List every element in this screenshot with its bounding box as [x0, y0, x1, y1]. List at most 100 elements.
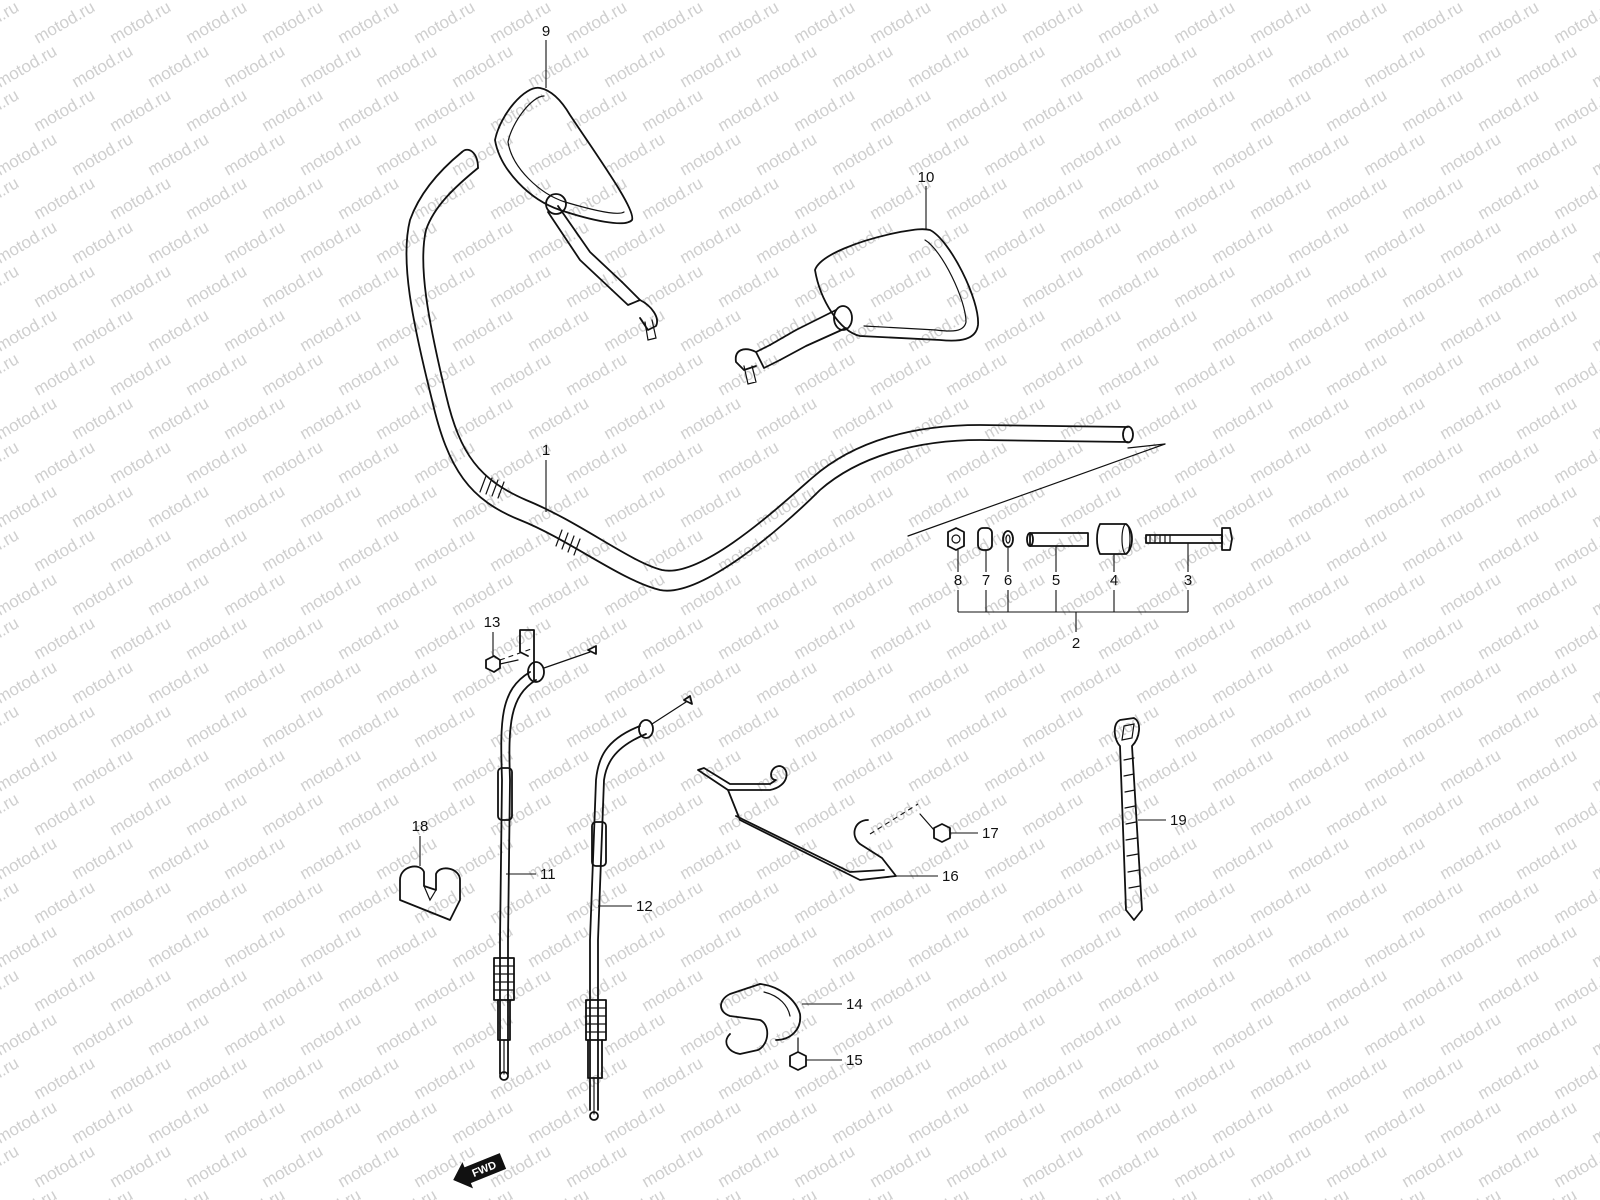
watermark-text: motod.ru [525, 129, 593, 179]
watermark-text: motod.ru [639, 1053, 707, 1103]
watermark-text: motod.ru [69, 657, 137, 707]
watermark-text: motod.ru [145, 569, 213, 619]
watermark-text: motod.ru [31, 525, 99, 575]
watermark-text: motod.ru [1285, 305, 1353, 355]
watermark-text: motod.ru [639, 525, 707, 575]
watermark-text: motod.ru [905, 481, 973, 531]
watermark-text: motod.ru [69, 481, 137, 531]
watermark-text: motod.ru [183, 1053, 251, 1103]
watermark-text: motod.ru [563, 613, 631, 663]
watermark-text: motod.ru [1209, 129, 1277, 179]
watermark-text: motod.ru [1361, 833, 1429, 883]
watermark-text: motod.ru [487, 261, 555, 311]
watermark-text: motod.ru [449, 1009, 517, 1059]
watermark-text: motod.ru [791, 525, 859, 575]
watermark-text: motod.ru [1247, 877, 1315, 927]
watermark-text: motod.ru [1589, 921, 1600, 971]
hardware-leaders [957, 543, 1189, 632]
watermark-text: motod.ru [411, 437, 479, 487]
watermark-text: motod.ru [0, 877, 22, 927]
watermark-text: motod.ru [487, 85, 555, 135]
watermark-text: motod.ru [601, 1185, 669, 1200]
watermark-text: motod.ru [943, 261, 1011, 311]
watermark-text: motod.ru [335, 965, 403, 1015]
watermark-text: motod.ru [1589, 745, 1600, 795]
watermark-text: motod.ru [183, 789, 251, 839]
watermark-text: motod.ru [449, 1097, 517, 1147]
watermark-text: motod.ru [601, 569, 669, 619]
watermark-text: motod.ru [259, 261, 327, 311]
watermark-text: motod.ru [31, 261, 99, 311]
watermark-text: motod.ru [183, 701, 251, 751]
watermark-text: motod.ru [1589, 129, 1600, 179]
watermark-text: motod.ru [259, 877, 327, 927]
watermark-text: motod.ru [1057, 41, 1125, 91]
watermark-text: motod.ru [791, 789, 859, 839]
watermark-text: motod.ru [1589, 1097, 1600, 1147]
watermark-text: motod.ru [829, 393, 897, 443]
handlebar [405, 148, 1134, 592]
watermark-text: motod.ru [1171, 701, 1239, 751]
watermark-text: motod.ru [221, 833, 289, 883]
watermark-text: motod.ru [981, 217, 1049, 267]
watermark-text: motod.ru [1399, 261, 1467, 311]
watermark-text: motod.ru [335, 877, 403, 927]
watermark-text: motod.ru [221, 305, 289, 355]
watermark-text: motod.ru [297, 129, 365, 179]
watermark-text: motod.ru [1475, 613, 1543, 663]
watermark-text: motod.ru [297, 481, 365, 531]
watermark-text: motod.ru [1399, 1141, 1467, 1191]
watermark-text: motod.ru [1057, 217, 1125, 267]
watermark-text: motod.ru [601, 921, 669, 971]
watermark-text: motod.ru [1209, 921, 1277, 971]
callouts: 1 2 3 4 5 6 7 8 9 10 11 12 13 14 15 16 1… [412, 23, 1193, 1069]
watermark-text: motod.ru [1551, 1141, 1600, 1191]
watermark-text: motod.ru [867, 349, 935, 399]
watermark-text: motod.ru [487, 701, 555, 751]
watermark-text: motod.ru [1019, 261, 1087, 311]
watermark-text: motod.ru [525, 833, 593, 883]
watermark-text: motod.ru [1095, 701, 1163, 751]
watermark-text: motod.ru [297, 305, 365, 355]
watermark-text: motod.ru [677, 1097, 745, 1147]
watermark-text: motod.ru [411, 1053, 479, 1103]
callout-2: 2 [1072, 635, 1080, 652]
watermark-text: motod.ru [1361, 657, 1429, 707]
watermark-text: motod.ru [525, 305, 593, 355]
watermark-text: motod.ru [1475, 1141, 1543, 1191]
watermark-text: motod.ru [31, 349, 99, 399]
watermark-text: motod.ru [487, 1053, 555, 1103]
callout-11: 11 [540, 866, 556, 883]
watermark-text: motod.ru [1171, 877, 1239, 927]
watermark-text: motod.ru [297, 1185, 365, 1200]
watermark-text: motod.ru [829, 569, 897, 619]
watermark-text: motod.ru [297, 1097, 365, 1147]
watermark-text: motod.ru [791, 1141, 859, 1191]
watermark-text: motod.ru [1323, 261, 1391, 311]
watermark-text: motod.ru [69, 41, 137, 91]
watermark-text: motod.ru [1437, 657, 1505, 707]
watermark-text: motod.ru [601, 657, 669, 707]
watermark-text: motod.ru [563, 1141, 631, 1191]
watermark-text: motod.ru [1475, 261, 1543, 311]
watermark-text: motod.ru [867, 613, 935, 663]
watermark-text: motod.ru [1475, 349, 1543, 399]
fwd-direction-badge: FWD [453, 1153, 507, 1189]
watermark-text: motod.ru [221, 393, 289, 443]
watermark-text: motod.ru [411, 349, 479, 399]
watermark-text: motod.ru [753, 129, 821, 179]
watermark-text: motod.ru [1513, 833, 1581, 883]
watermark-text: motod.ru [905, 129, 973, 179]
watermark-text: motod.ru [259, 1053, 327, 1103]
watermark-text: motod.ru [1513, 921, 1581, 971]
watermark-text: motod.ru [943, 701, 1011, 751]
watermark-text: motod.ru [1475, 701, 1543, 751]
watermark-text: motod.ru [1399, 525, 1467, 575]
callout-18: 18 [412, 818, 429, 835]
watermark-text: motod.ru [1171, 85, 1239, 135]
watermark-text: motod.ru [677, 921, 745, 971]
watermark-text: motod.ru [335, 261, 403, 311]
watermark-text: motod.ru [601, 129, 669, 179]
watermark-text: motod.ru [639, 437, 707, 487]
watermark-text: motod.ru [1171, 1141, 1239, 1191]
